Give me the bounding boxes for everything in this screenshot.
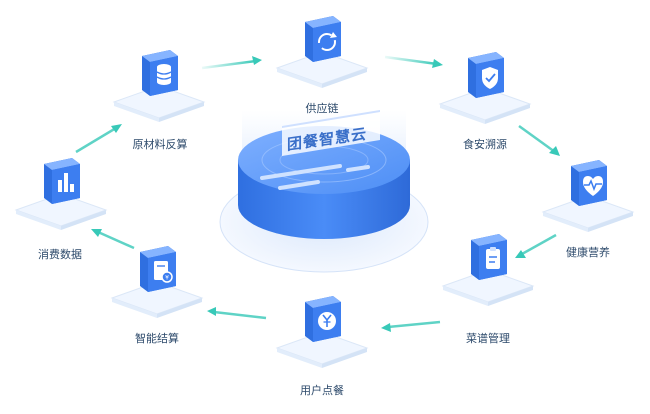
bar-chart-icon	[58, 173, 74, 192]
arrow-menu-to-order	[381, 320, 441, 332]
node-material[interactable]	[112, 50, 206, 122]
label-order: 用户点餐	[300, 384, 344, 397]
arrow-material-to-supply	[201, 56, 262, 70]
clipboard-icon	[486, 247, 500, 269]
node-settle[interactable]: ¥	[110, 246, 204, 318]
node-supply[interactable]	[275, 16, 369, 88]
svg-text:¥: ¥	[165, 275, 169, 282]
node-menu[interactable]	[441, 234, 535, 306]
arrow-order-to-settle	[207, 307, 267, 320]
cycle-arrows-icon	[318, 32, 337, 51]
node-safety[interactable]	[438, 52, 532, 124]
label-settle: 智能结算	[135, 332, 179, 345]
arrow-consume-to-material	[75, 124, 122, 154]
arrow-settle-to-consume	[91, 229, 135, 250]
yen-coin-icon	[318, 312, 336, 330]
shield-check-icon	[482, 67, 498, 89]
label-material: 原材料反算	[132, 138, 188, 151]
arrow-safety-to-health	[518, 124, 560, 156]
invoice-yen-icon: ¥	[154, 261, 173, 283]
database-icon	[156, 64, 172, 85]
flow-arrows	[75, 55, 560, 332]
label-health: 健康营养	[566, 246, 610, 259]
node-health[interactable]	[541, 160, 635, 232]
arrow-health-to-menu	[515, 233, 557, 258]
label-menu: 菜谱管理	[466, 332, 510, 345]
label-safety: 食安溯源	[463, 138, 507, 151]
arrow-supply-to-safety	[384, 55, 443, 68]
node-order[interactable]	[275, 296, 369, 368]
heartbeat-icon	[583, 176, 603, 196]
label-consume: 消费数据	[38, 248, 82, 261]
hub-cylinder	[219, 110, 429, 273]
node-consume[interactable]	[14, 158, 108, 230]
label-supply: 供应链	[305, 102, 339, 115]
